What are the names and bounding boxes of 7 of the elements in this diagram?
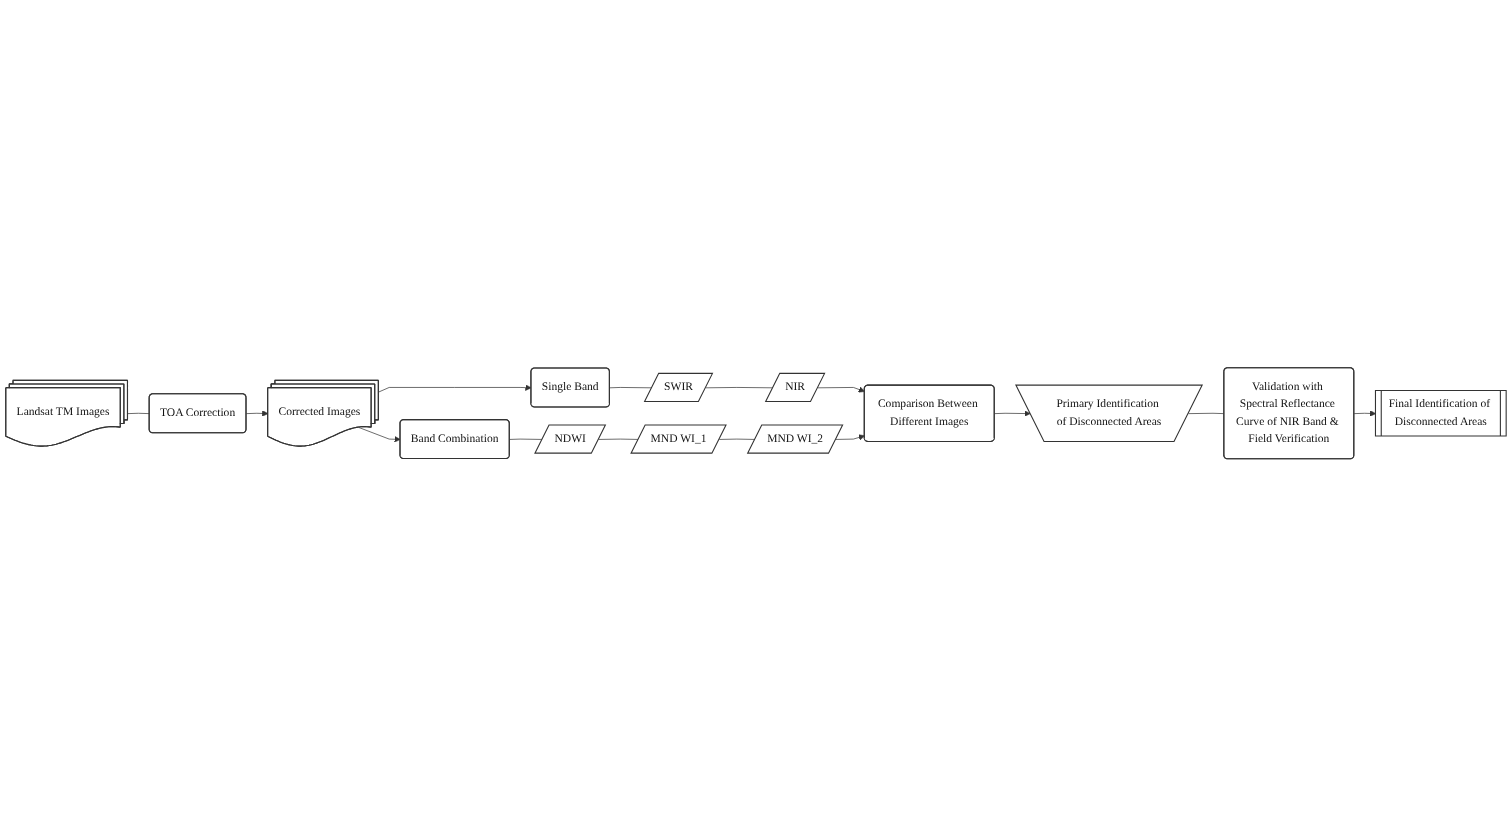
connector xyxy=(719,439,756,441)
connector xyxy=(1188,413,1225,415)
connector xyxy=(509,439,543,441)
connector xyxy=(598,439,639,441)
connector xyxy=(127,413,150,415)
connector xyxy=(609,387,653,389)
connector xyxy=(705,387,774,389)
